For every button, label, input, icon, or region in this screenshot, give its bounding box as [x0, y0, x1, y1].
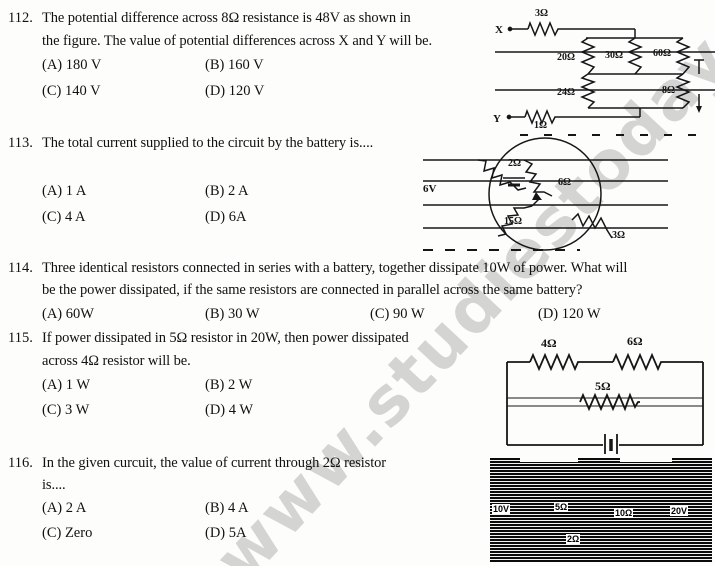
- question-116-option-c: (C) Zero: [42, 525, 93, 541]
- question-116-number: 116.: [8, 455, 33, 471]
- figure-113-circle-circuit-diagram: 6V 2Ω 6Ω 15Ω 3Ω: [423, 134, 707, 251]
- figure-115-parallel-circuit-diagram: 4Ω 6Ω 5Ω: [506, 334, 704, 454]
- question-112-option-a: (A) 180 V: [42, 57, 102, 73]
- question-112-number: 112.: [8, 10, 33, 26]
- question-114-text-line2: be the power dissipated, if the same res…: [42, 282, 583, 298]
- question-112-option-b: (B) 160 V: [205, 57, 264, 73]
- resistor-6ohm-label: 6Ω: [627, 334, 643, 348]
- resistor-15ohm-label: 15Ω: [504, 216, 522, 227]
- resistor-10ohm-label: 10Ω: [614, 508, 634, 518]
- resistor-1ohm-label: 1Ω: [534, 120, 547, 128]
- figure-116-dark-scanned-circuit: 10V 5Ω 10Ω 20V 2Ω: [490, 458, 712, 562]
- question-115-text-line1: If power dissipated in 5Ω resistor in 20…: [42, 330, 409, 346]
- resistor-3ohm-label: 3Ω: [535, 8, 548, 19]
- question-115-text-line2: across 4Ω resistor will be.: [42, 353, 191, 369]
- question-115-option-c: (C) 3 W: [42, 402, 90, 418]
- figure-112-resistor-network-diagram: X 3Ω 20Ω 30Ω 60Ω 24Ω 8Ω Y 1Ω: [493, 8, 715, 128]
- question-112-text-line1: The potential difference across 8Ω resis…: [42, 10, 411, 26]
- resistor-3ohm-label: 3Ω: [612, 230, 625, 241]
- question-113-option-c: (C) 4 A: [42, 209, 86, 225]
- resistor-2ohm-label: 2Ω: [508, 158, 521, 169]
- question-114-option-b: (B) 30 W: [205, 306, 260, 322]
- question-112-option-d: (D) 120 V: [205, 83, 265, 99]
- question-113-option-b: (B) 2 A: [205, 183, 249, 199]
- resistor-60ohm-label: 60Ω: [653, 48, 671, 59]
- resistor-5ohm-label: 5Ω: [595, 379, 611, 393]
- question-112-option-c: (C) 140 V: [42, 83, 101, 99]
- question-116-option-d: (D) 5A: [205, 525, 247, 541]
- question-113-option-d: (D) 6A: [205, 209, 247, 225]
- question-113-option-a: (A) 1 A: [42, 183, 87, 199]
- resistor-20ohm-label: 20Ω: [557, 52, 575, 63]
- question-114-text-line1: Three identical resistors connected in s…: [42, 260, 628, 276]
- question-112-text-line2: the figure. The value of potential diffe…: [42, 33, 433, 49]
- question-116-text-line1: In the given curcuit, the value of curre…: [42, 455, 387, 471]
- resistor-5ohm-label: 5Ω: [554, 502, 569, 512]
- battery-20v-label: 20V: [670, 506, 689, 516]
- battery-10v-label: 10V: [492, 504, 511, 514]
- resistor-4ohm-label: 4Ω: [541, 336, 557, 350]
- question-116-text-line2: is....: [42, 477, 66, 493]
- question-113-text-line1: The total current supplied to the circui…: [42, 135, 374, 151]
- question-113-number: 113.: [8, 135, 33, 151]
- resistor-2ohm-label: 2Ω: [566, 534, 581, 544]
- terminal-y-label: Y: [493, 113, 501, 125]
- terminal-x-label: X: [495, 24, 503, 36]
- scan-gap: [620, 458, 672, 462]
- question-116-option-b: (B) 4 A: [205, 500, 249, 516]
- question-114-option-d: (D) 120 W: [538, 306, 601, 322]
- question-115-number: 115.: [8, 330, 33, 346]
- question-116-option-a: (A) 2 A: [42, 500, 87, 516]
- question-115-option-b: (B) 2 W: [205, 377, 253, 393]
- resistor-6ohm-label: 6Ω: [558, 177, 571, 188]
- resistor-8ohm-label: 8Ω: [662, 85, 675, 96]
- question-114-option-c: (C) 90 W: [370, 306, 425, 322]
- battery-6v-label: 6V: [423, 183, 437, 195]
- resistor-30ohm-label: 30Ω: [605, 50, 623, 61]
- question-114-option-a: (A) 60W: [42, 306, 94, 322]
- question-115-option-d: (D) 4 W: [205, 402, 254, 418]
- resistor-24ohm-label: 24Ω: [557, 87, 575, 98]
- question-114-number: 114.: [8, 260, 33, 276]
- question-115-option-a: (A) 1 W: [42, 377, 91, 393]
- scan-gap: [520, 458, 578, 462]
